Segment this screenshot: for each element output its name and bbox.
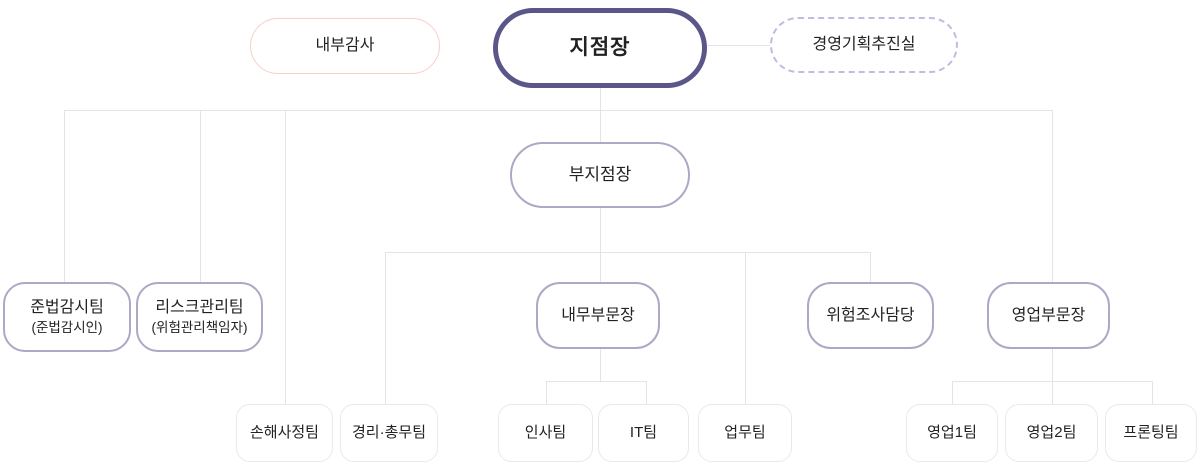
node-risk-survey: 위험조사담당	[807, 282, 934, 349]
connector-to-claims	[285, 110, 286, 404]
connector-internal-affairs-rail	[546, 381, 646, 382]
node-branch-manager: 지점장	[493, 8, 707, 88]
connector-to-risk-survey	[870, 252, 871, 282]
node-claims-adjustment-team: 손해사정팀	[236, 404, 333, 462]
node-risk-management-team: 리스크관리팀 (위험관리책임자)	[136, 282, 263, 352]
node-sales-head: 영업부문장	[987, 282, 1110, 349]
node-internal-affairs-head-label: 내무부문장	[561, 306, 635, 324]
node-it-team: IT팀	[598, 404, 689, 462]
node-deputy-branch-manager-label: 부지점장	[568, 165, 632, 185]
connector-mid-rail	[385, 252, 870, 253]
node-operations-team-label: 업무팀	[724, 423, 766, 441]
node-claims-adjustment-team-label: 손해사정팀	[249, 423, 319, 441]
connector-deputy-down	[600, 208, 601, 252]
node-sales-team-2-label: 영업2팀	[1026, 423, 1077, 441]
connector-root-to-planning	[707, 45, 770, 46]
node-operations-team: 업무팀	[698, 404, 792, 462]
connector-to-accounting	[385, 252, 386, 404]
connector-to-compliance	[64, 110, 65, 282]
node-planning-office: 경영기획추진실	[770, 17, 958, 73]
node-risk-survey-label: 위험조사담당	[826, 306, 915, 324]
node-risk-management-team-label: 리스크관리팀	[155, 298, 244, 316]
connector-to-operations	[745, 252, 746, 404]
connector-top-rail	[64, 110, 1052, 111]
node-sales-head-label: 영업부문장	[1011, 306, 1086, 324]
node-sales-team-2: 영업2팀	[1005, 404, 1098, 462]
node-deputy-branch-manager: 부지점장	[510, 142, 690, 208]
node-hr-team: 인사팀	[498, 404, 593, 462]
node-internal-audit: 내부감사	[250, 18, 440, 74]
node-planning-office-label: 경영기획추진실	[812, 36, 916, 53]
connector-to-risk-management	[200, 110, 201, 282]
connector-to-sales1	[952, 381, 953, 404]
node-compliance-team-label: 준법감시팀	[30, 298, 104, 316]
node-compliance-team: 준법감시팀 (준법감시인)	[3, 282, 131, 352]
node-accounting-team: 경리·총무팀	[340, 404, 438, 462]
node-sales-team-1-label: 영업1팀	[927, 423, 977, 441]
connector-sales-head-down	[1052, 349, 1053, 381]
node-it-team-label: IT팀	[629, 423, 658, 441]
node-branch-manager-label: 지점장	[569, 35, 631, 59]
node-risk-management-team-sublabel: (위험관리책임자)	[151, 319, 248, 335]
connector-to-internal-affairs	[600, 252, 601, 282]
node-compliance-team-sublabel: (준법감시인)	[31, 319, 103, 335]
node-hr-team-label: 인사팀	[524, 423, 567, 441]
node-internal-affairs-head: 내무부문장	[536, 282, 660, 349]
connector-root-to-deputy	[600, 88, 601, 142]
node-fronting-team: 프론팅팀	[1105, 404, 1197, 462]
node-fronting-team-label: 프론팅팀	[1123, 423, 1179, 441]
connector-to-hr	[546, 381, 547, 404]
connector-internal-affairs-down	[600, 349, 601, 381]
node-sales-team-1: 영업1팀	[906, 404, 998, 462]
node-internal-audit-label: 내부감사	[315, 37, 375, 54]
connector-to-sales2	[1052, 381, 1053, 404]
node-accounting-team-label: 경리·총무팀	[352, 423, 426, 441]
connector-to-fronting	[1152, 381, 1153, 404]
connector-to-it	[646, 381, 647, 404]
connector-to-sales-head	[1052, 110, 1053, 282]
